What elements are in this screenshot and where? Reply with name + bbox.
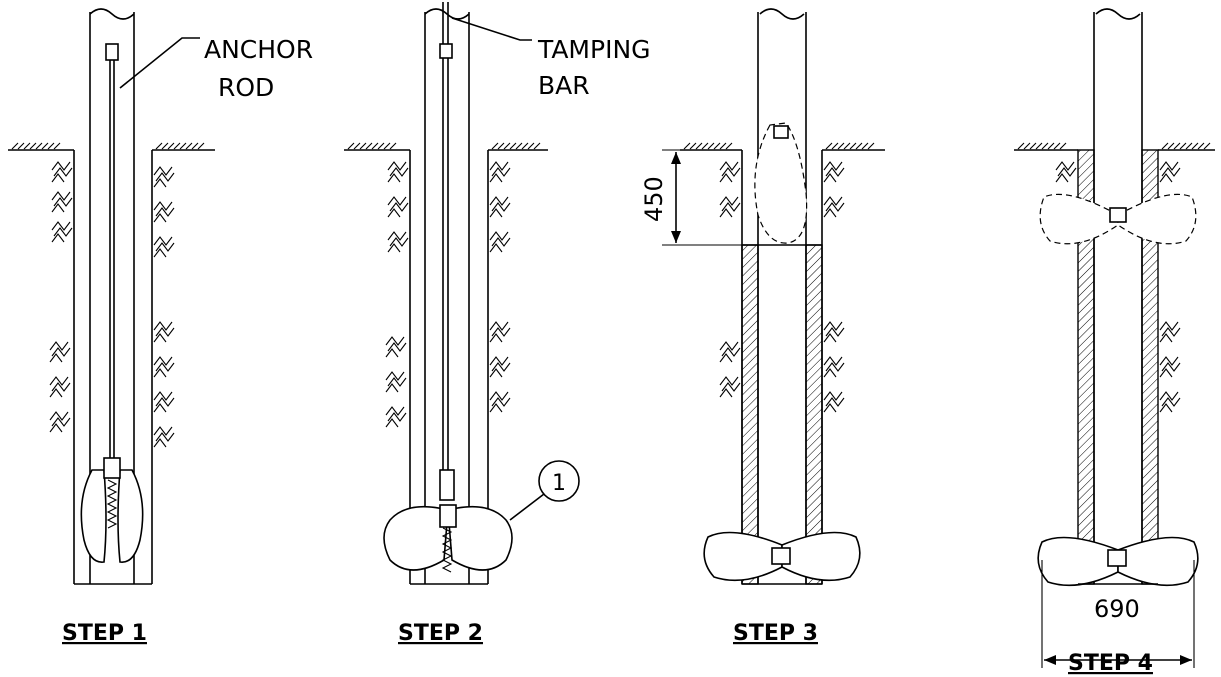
dimension-690: 690: [1094, 595, 1140, 623]
tamping-bar-label-line1: TAMPING: [537, 35, 651, 64]
callout-1: 1: [552, 471, 566, 496]
step-4-figure: 690 STEP 4: [1014, 8, 1215, 676]
step-3-figure: 450 STEP 3: [640, 8, 885, 646]
anchor-rod-label-line2: ROD: [218, 73, 274, 102]
tamping-bar-label-line2: BAR: [538, 71, 590, 100]
step-2-caption: STEP 2: [398, 621, 483, 646]
step-3-caption: STEP 3: [733, 621, 818, 646]
anchor-rod-label-line1: ANCHOR: [204, 35, 313, 64]
step-2-figure: 1 TAMPING BAR STEP 2: [344, 2, 651, 646]
step-1-caption: STEP 1: [62, 621, 147, 646]
step-4-caption: STEP 4: [1068, 651, 1153, 676]
dimension-450: 450: [640, 176, 668, 222]
step-1-figure: ANCHOR ROD STEP 1: [8, 8, 313, 646]
